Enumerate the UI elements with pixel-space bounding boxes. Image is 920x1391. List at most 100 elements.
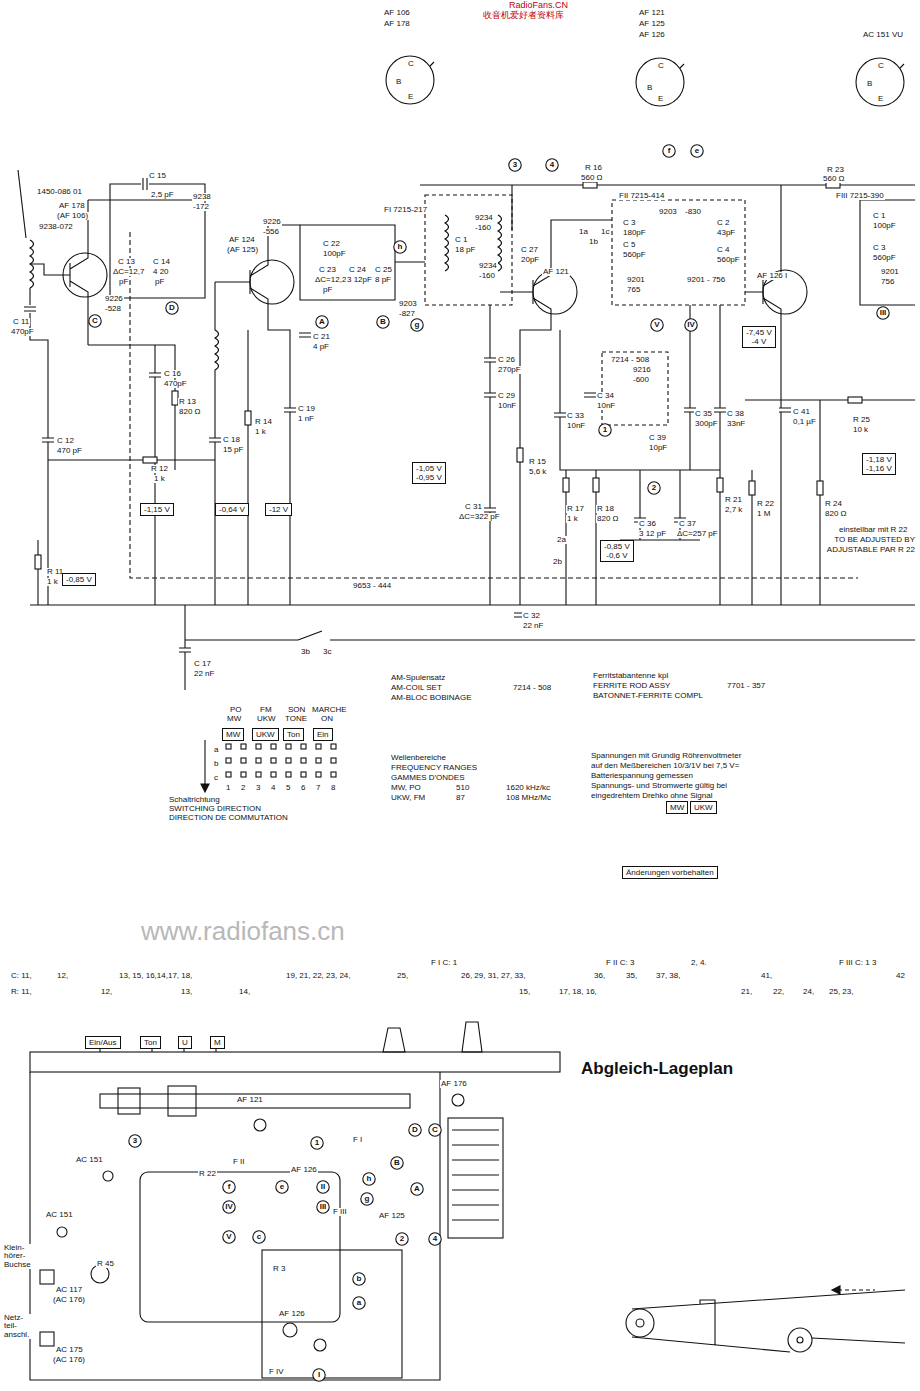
label-text: R 18 — [596, 505, 615, 513]
label-text: 100pF — [872, 222, 897, 230]
label-text: 1 k — [254, 428, 267, 436]
callout-ring — [396, 1233, 408, 1245]
label-text: Klein- hörer- Buchse — [3, 1244, 39, 1269]
label-text: Batteriespannung gemessen — [590, 772, 694, 780]
label-text: 22 nF — [193, 670, 215, 678]
label-text: 5,6 k — [528, 468, 547, 476]
node-text: Änderungen vorbehalten — [626, 868, 714, 877]
resistor-symbol — [245, 411, 251, 425]
label-text: R 24 — [824, 500, 843, 508]
node-text: Ton — [144, 1038, 157, 1047]
callout-ring — [223, 1181, 235, 1193]
label-text: eingedrehtem Drehko ohne Signal — [590, 792, 713, 800]
capacitor-symbol — [149, 373, 161, 377]
label-text: Spannungen mit Grundig Röhrenvoltmeter — [590, 752, 742, 760]
label-text: 6 — [300, 784, 306, 792]
label-text: MW — [226, 715, 242, 723]
label-text: 22 nF — [522, 622, 544, 630]
label-text: auf den Meßbereichen 10/3/1V bei 7,5 V= — [590, 762, 740, 770]
label-text: 270pF — [497, 366, 522, 374]
node-text: III — [880, 309, 887, 317]
label-text: AF 124 — [228, 236, 256, 244]
label-text: 收音机爱好者资料库 — [482, 11, 565, 20]
label-text: 8 — [330, 784, 336, 792]
node-text: g — [415, 321, 420, 329]
resistor-symbol — [848, 397, 862, 403]
label-text: MW, PO — [390, 784, 422, 792]
callout-circle: I — [312, 1368, 326, 1382]
callout-circle: g — [360, 1192, 374, 1206]
node-text: 3 — [133, 1137, 137, 1145]
callout-ring — [223, 1231, 235, 1243]
label-box: -7,45 V-4 V — [742, 326, 776, 348]
label-text: GAMMES D'ONDES — [390, 774, 466, 782]
label-text: R 21 — [724, 496, 743, 504]
callout-ring — [509, 159, 521, 171]
label-box: Änderungen vorbehalten — [622, 866, 718, 879]
callout-circle: 3 — [508, 158, 522, 172]
callout-ring — [129, 1135, 141, 1147]
label-text: 300pF — [694, 420, 719, 428]
label-text: 560 Ω — [822, 175, 846, 183]
label-text: AF 176 — [440, 1080, 468, 1088]
label-text: C 5 — [622, 241, 636, 249]
label-text: AF 121 — [638, 9, 666, 17]
label-text: E — [407, 93, 414, 101]
label-text: ΔC=12,2 — [314, 276, 347, 284]
label-text: pF — [322, 286, 333, 294]
label-box: U — [178, 1036, 192, 1049]
label-text: C 13 — [117, 258, 136, 266]
callout-ring — [353, 1273, 365, 1285]
label-text: R 23 — [826, 166, 845, 174]
label-text: SON — [287, 706, 306, 714]
label-text: Netz- teil- anschl. — [3, 1314, 39, 1339]
label-text: R 12 — [150, 465, 169, 473]
label-text: C 23 — [318, 266, 337, 274]
label-text: C 16 — [163, 370, 182, 378]
node-text: D — [412, 1126, 418, 1134]
callout-ring — [651, 319, 663, 331]
label-text: R 17 — [566, 505, 585, 513]
label-text: 180pF — [622, 229, 647, 237]
label-text: AM-BLOC BOBINAGE — [390, 694, 472, 702]
label-text: 43pF — [716, 229, 736, 237]
label-text: C 14 — [152, 258, 171, 266]
node-text: -0,6 V — [604, 551, 630, 560]
label-text: ΔC=322 pF — [458, 513, 501, 521]
label-text: -556 — [262, 228, 280, 236]
label-text: 35, — [625, 972, 638, 980]
label-text: FM — [259, 706, 273, 714]
label-text: 9201 — [626, 276, 646, 284]
label-text: C — [657, 62, 665, 70]
label-text: 1 k — [153, 475, 166, 483]
label-text: C 4 — [716, 246, 730, 254]
callout-circle: B — [376, 315, 390, 329]
capacitor-symbol — [554, 413, 566, 417]
label-text: Schaltrichtung — [168, 796, 221, 804]
node-text: -0,64 V — [219, 505, 245, 514]
label-box: Ton — [283, 728, 304, 741]
switch-contact — [271, 744, 276, 749]
node-text: 2 — [400, 1235, 404, 1243]
label-text: AF 125 — [378, 1212, 406, 1220]
label-text: 560pF — [716, 256, 741, 264]
label-text: 4 20 — [152, 268, 170, 276]
label-text: 3 — [255, 784, 261, 792]
label-text: 10nF — [497, 402, 517, 410]
label-text: 9201 — [880, 268, 900, 276]
label-text: UKW — [256, 715, 277, 723]
capacitor-symbol — [584, 393, 596, 397]
node-text: D — [169, 304, 175, 312]
callout-circle: D — [165, 301, 179, 315]
callout-ring — [599, 424, 611, 436]
chassis-drawing — [30, 1022, 905, 1380]
capacitor-symbol — [143, 178, 147, 190]
label-text: 3 12pF — [346, 276, 373, 284]
callout-ring — [377, 316, 389, 328]
callout-ring — [663, 145, 675, 157]
label-text: -160 — [478, 272, 496, 280]
label-text: C 11 — [12, 318, 30, 326]
label-text: 10pF — [648, 444, 668, 452]
callout-ring — [276, 1181, 288, 1193]
label-text: 1c — [600, 228, 610, 236]
